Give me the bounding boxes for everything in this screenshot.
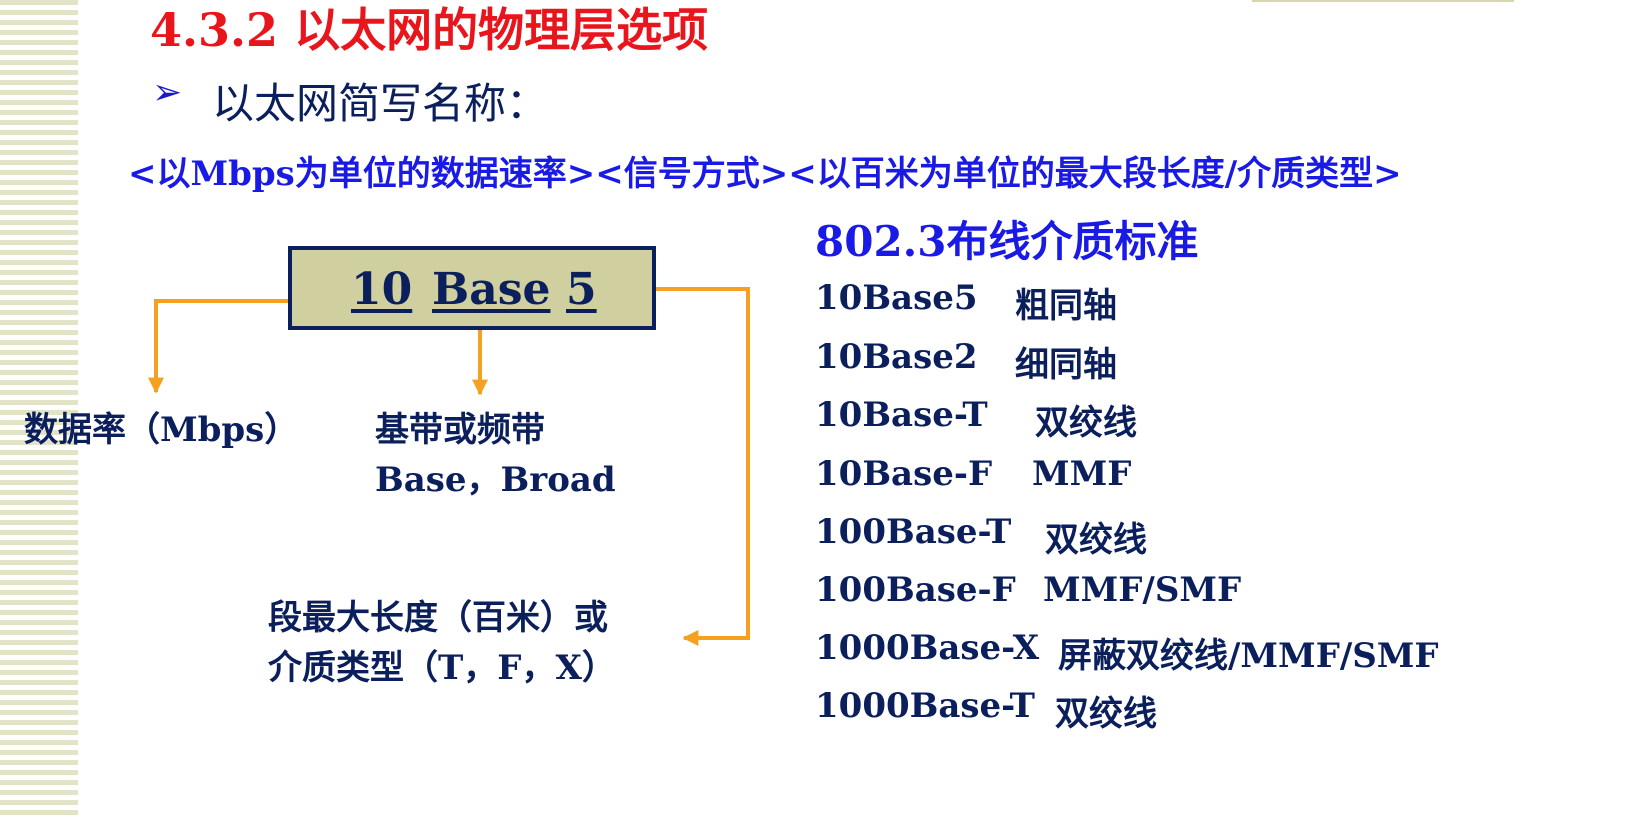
standard-name: 10Base2: [815, 337, 978, 377]
example-signal: Base: [432, 264, 551, 315]
standard-name: 100Base-F: [815, 570, 1016, 610]
length-arrow: [628, 287, 750, 646]
length-label-line1: 段最大长度（百米）或: [268, 598, 608, 638]
arrow-bullet-icon: ➢: [152, 72, 183, 113]
example-speed: 10: [351, 264, 413, 315]
subtitle: 以太网简写名称：: [212, 79, 549, 128]
standard-name: 10Base-T: [815, 395, 988, 435]
standard-name: 10Base-F: [815, 454, 993, 494]
length-label-line2: 介质类型（T，F，X）: [268, 648, 616, 688]
signal-label-line1: 基带或频带: [375, 410, 545, 450]
decorative-stripe: [0, 0, 78, 819]
standard-name: 1000Base-T: [815, 686, 1035, 726]
standard-medium: 粗同轴: [1015, 286, 1117, 326]
slide-title: 4.3.2 以太网的物理层选项: [150, 3, 709, 57]
standard-medium: MMF/SMF: [1043, 570, 1242, 610]
standard-medium: 双绞线: [1035, 403, 1137, 443]
speed-arrow: [148, 299, 318, 394]
standard-medium: 细同轴: [1015, 345, 1117, 385]
naming-format: <以Mbps为单位的数据速率><信号方式><以百米为单位的最大段长度/介质类型>: [128, 154, 1402, 194]
standard-medium: 屏蔽双绞线/MMF/SMF: [1058, 636, 1439, 676]
signal-label-line2: Base，Broad: [375, 460, 616, 500]
standard-medium: 双绞线: [1055, 694, 1157, 734]
standard-name: 100Base-T: [815, 512, 1012, 552]
standard-medium: 双绞线: [1045, 520, 1147, 560]
standards-title: 802.3布线介质标准: [815, 217, 1199, 266]
standard-name: 10Base5: [815, 278, 978, 318]
standard-name: 1000Base-X: [815, 628, 1040, 668]
speed-label: 数据率（Mbps）: [24, 410, 299, 450]
standard-medium: MMF: [1032, 454, 1132, 494]
example-length: 5: [566, 264, 597, 315]
example-box: [288, 246, 656, 330]
decorative-line: [1252, 0, 1514, 2]
